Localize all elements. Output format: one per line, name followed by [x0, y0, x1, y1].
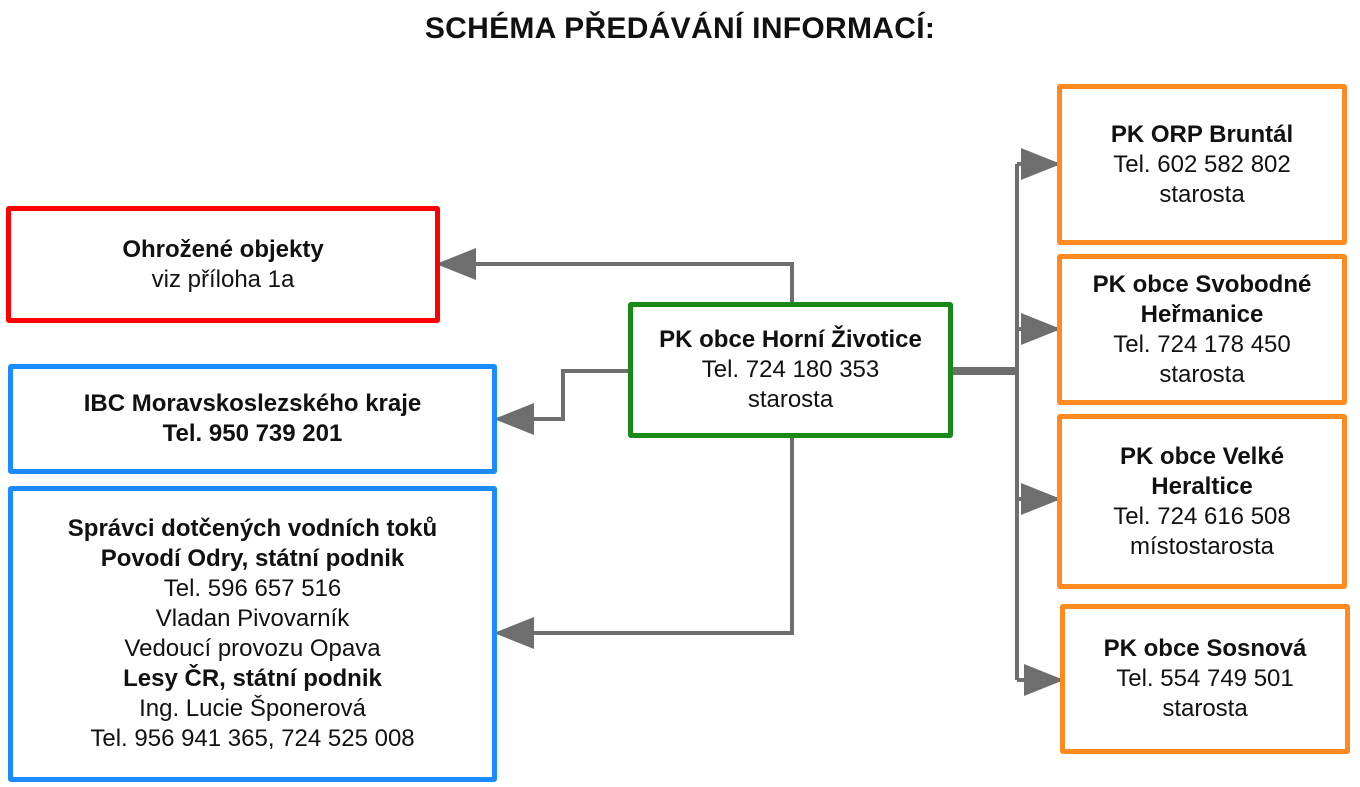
neighbor-title: PK obce Sosnová [1103, 635, 1307, 662]
neighbor-title-line2: Heraltice [1151, 472, 1253, 500]
arrow-to-threatened [436, 248, 794, 302]
threatened-title: Ohrožené objekty [122, 235, 324, 263]
ibc-box: IBC Moravskoslezského kraje Tel. 950 739… [8, 364, 497, 474]
neighbor-box-velke-heraltice: PK obce Velké Heraltice Tel. 724 616 508… [1057, 414, 1347, 589]
threatened-objects-box: Ohrožené objekty viz příloha 1a [6, 206, 440, 323]
neighbor-role: místostarosta [1129, 532, 1275, 560]
neighbor-phone: Tel. 554 749 501 [1116, 665, 1294, 692]
neighbor-box-svobodne-hermanice: PK obce Svobodné Heřmanice Tel. 724 178 … [1057, 254, 1347, 405]
center-title: PK obce Horní Životice [659, 326, 922, 353]
neighbor-title-line1: PK obce Velké [1119, 442, 1285, 470]
center-phone: Tel. 724 180 353 [701, 356, 880, 383]
water-managers-box: Správci dotčených vodních toků Povodí Od… [8, 486, 497, 782]
ibc-title: IBC Moravskoslezského kraje [83, 390, 422, 417]
neighbor-title-line1: PK obce Svobodné [1092, 270, 1312, 298]
water-org2-phone: Tel. 956 941 365, 724 525 008 [90, 725, 415, 752]
neighbor-box-bruntal: PK ORP Bruntál Tel. 602 582 802 starosta [1057, 84, 1347, 245]
diagram-title: SCHÉMA PŘEDÁVÁNÍ INFORMACÍ: [424, 12, 936, 45]
neighbor-role: starosta [1162, 695, 1248, 722]
water-org1-person: Vladan Pivovarník [155, 605, 350, 632]
neighbor-title-line2: Heřmanice [1140, 300, 1264, 328]
water-org1: Povodí Odry, státní podnik [100, 545, 405, 572]
center-box: PK obce Horní Životice Tel. 724 180 353 … [628, 302, 953, 438]
neighbor-box-sosnova: PK obce Sosnová Tel. 554 749 501 starost… [1060, 604, 1350, 754]
water-org2: Lesy ČR, státní podnik [123, 665, 382, 692]
arrow-to-ibc [494, 369, 628, 435]
ibc-phone: Tel. 950 739 201 [162, 420, 343, 447]
neighbor-phone: Tel. 724 178 450 [1113, 330, 1291, 358]
neighbor-phone: Tel. 602 582 802 [1113, 150, 1291, 178]
center-role: starosta [747, 386, 834, 413]
neighbor-role: starosta [1159, 180, 1245, 208]
neighbor-phone: Tel. 724 616 508 [1113, 502, 1291, 530]
threatened-note: viz příloha 1a [151, 265, 295, 293]
arrow-to-water [494, 438, 794, 649]
water-org1-phone: Tel. 596 657 516 [163, 575, 342, 602]
water-org1-role: Vedoucí provozu Opava [124, 635, 381, 662]
water-org2-person: Ing. Lucie Šponerová [139, 695, 366, 722]
neighbor-title: PK ORP Bruntál [1110, 120, 1294, 148]
water-heading: Správci dotčených vodních toků [67, 515, 438, 542]
neighbor-role: starosta [1159, 360, 1245, 388]
